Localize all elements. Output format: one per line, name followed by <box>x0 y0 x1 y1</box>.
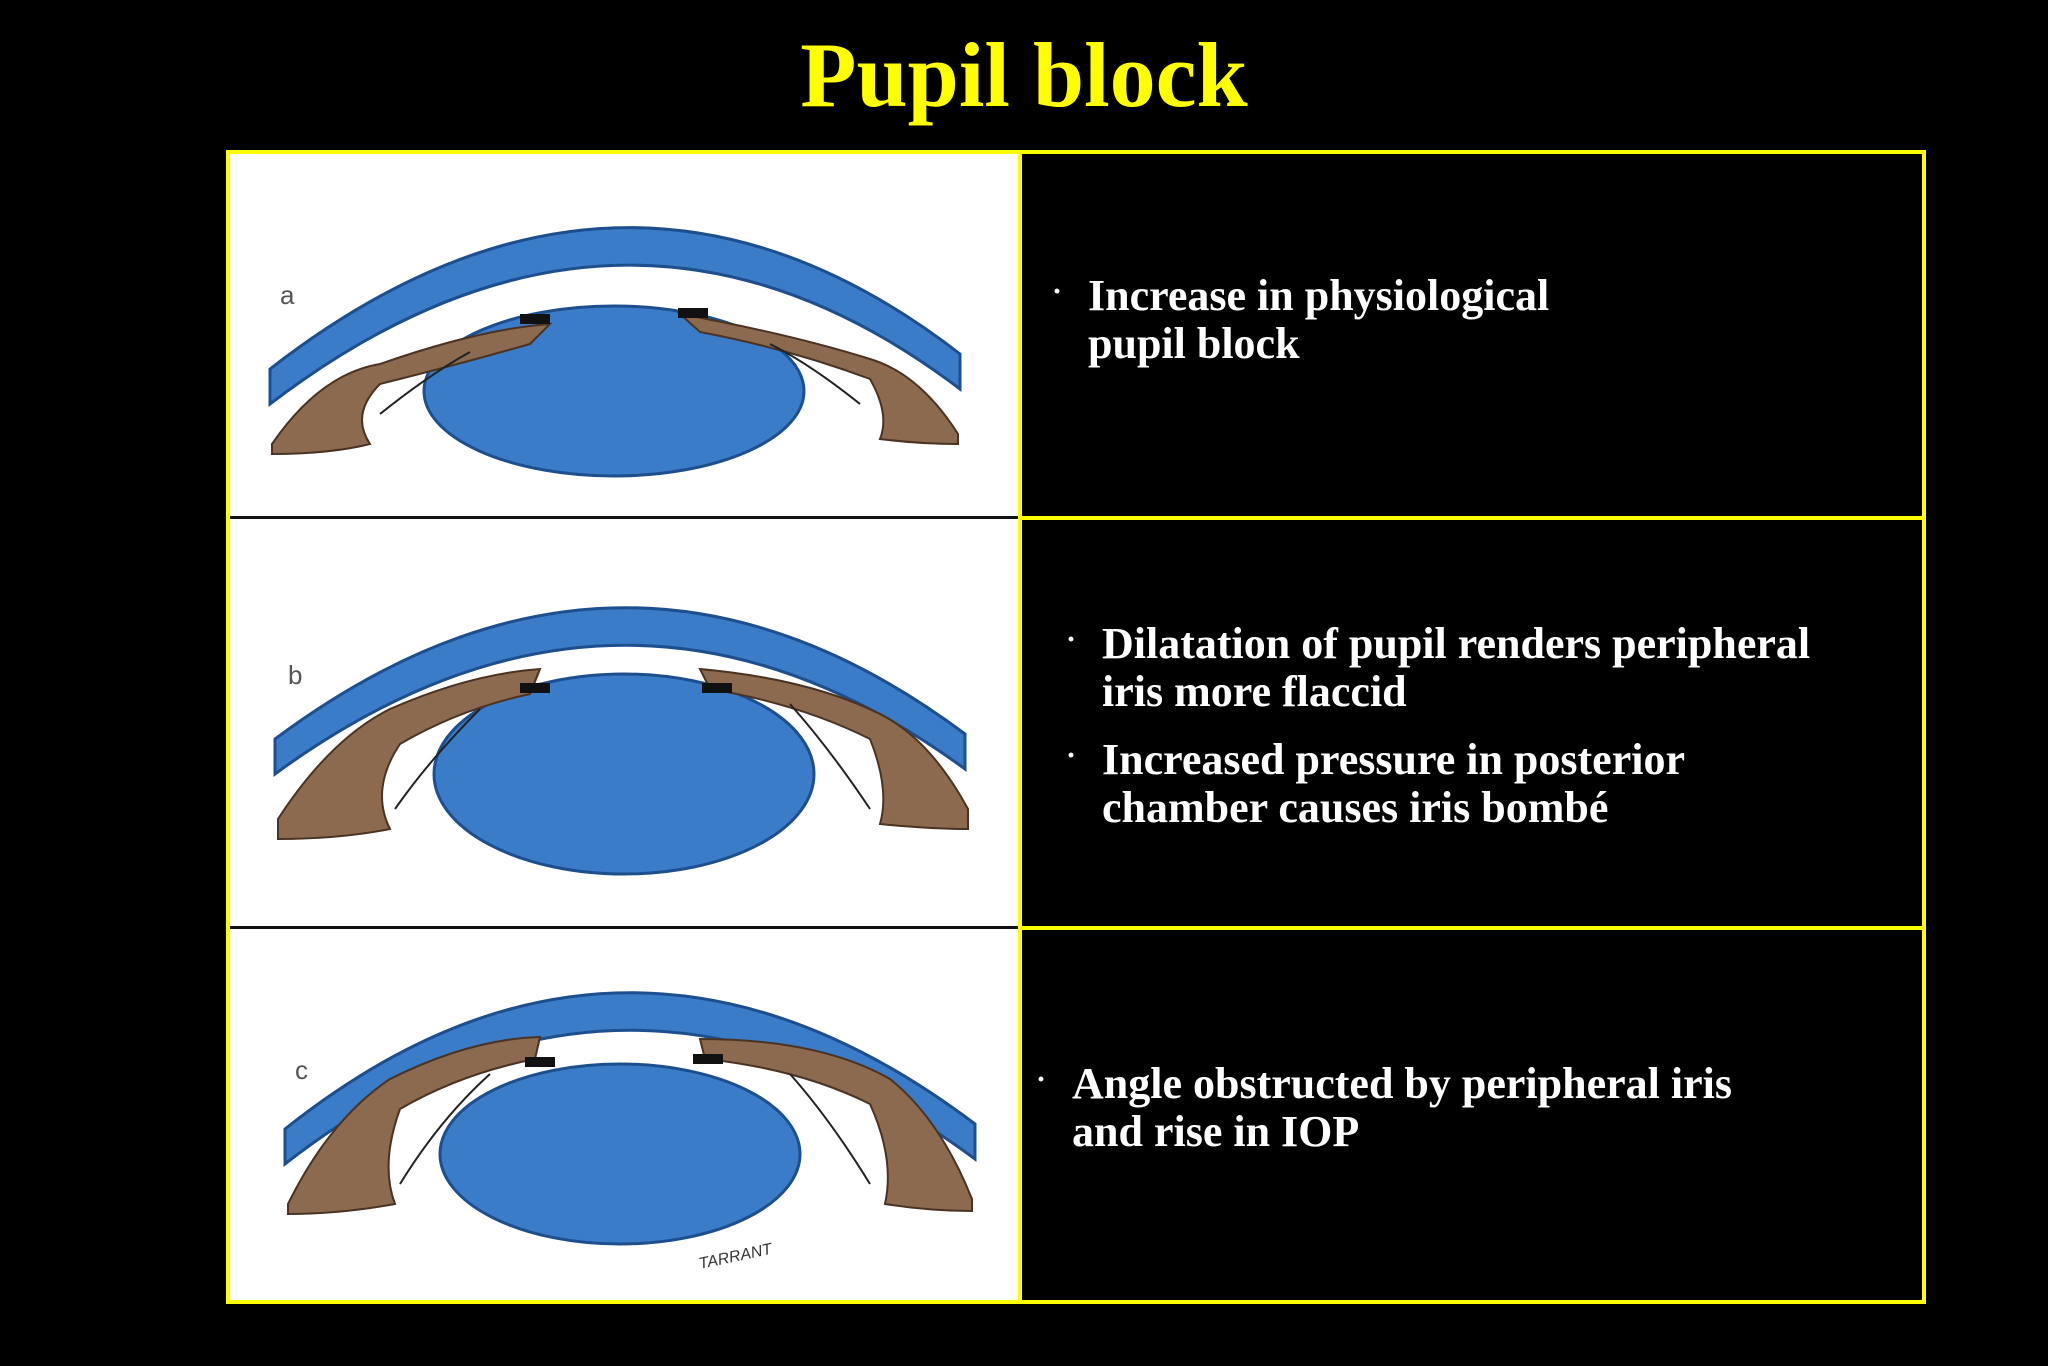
eye-diagram-a: a <box>230 154 1018 516</box>
pupil-contact-right <box>678 308 708 318</box>
eye-diagram-c: c TARRANT <box>230 929 1018 1300</box>
bullet-item: · Angle obstructed by peripheral iris an… <box>1036 1060 1916 1156</box>
bullet-dot: · <box>1066 732 1076 780</box>
panel-label-c: c <box>295 1055 308 1085</box>
row-divider-2 <box>1022 926 1922 930</box>
bullet-text: Dilatation of pupil renders peripheral i… <box>1102 619 1810 716</box>
bullet-item: · Increased pressure in posterior chambe… <box>1066 736 1926 832</box>
bullet-dot: · <box>1036 1056 1046 1104</box>
pupil-contact-left <box>525 1057 555 1067</box>
slide-title: Pupil block <box>0 20 2048 130</box>
bullet-text: Increased pressure in posterior chamber … <box>1102 735 1685 832</box>
diagram-table: a b c <box>226 150 1926 1304</box>
bullet-text: Angle obstructed by peripheral iris and … <box>1072 1059 1732 1156</box>
lens-shape <box>440 1064 800 1244</box>
artist-signature: TARRANT <box>697 1241 774 1273</box>
bullet-item: · Increase in physiological pupil block <box>1052 272 1912 368</box>
bullet-dot: · <box>1052 268 1062 316</box>
row-c-text: · Angle obstructed by peripheral iris an… <box>1036 1060 1916 1176</box>
bullet-text: Increase in physiological pupil block <box>1088 271 1549 368</box>
pupil-contact-right <box>693 1054 723 1064</box>
row-a-text: · Increase in physiological pupil block <box>1052 272 1912 388</box>
column-divider <box>1018 154 1022 1300</box>
eye-diagram-b: b <box>230 519 1018 926</box>
pupil-contact-right <box>702 683 732 693</box>
bullet-item: · Dilatation of pupil renders peripheral… <box>1066 620 1926 716</box>
pupil-contact-left <box>520 314 550 324</box>
panel-label-a: a <box>280 280 295 310</box>
row-divider-1 <box>1022 516 1922 520</box>
row-b-text: · Dilatation of pupil renders peripheral… <box>1066 620 1926 852</box>
bullet-dot: · <box>1066 616 1076 664</box>
panel-label-b: b <box>288 660 302 690</box>
pupil-contact-left <box>520 683 550 693</box>
